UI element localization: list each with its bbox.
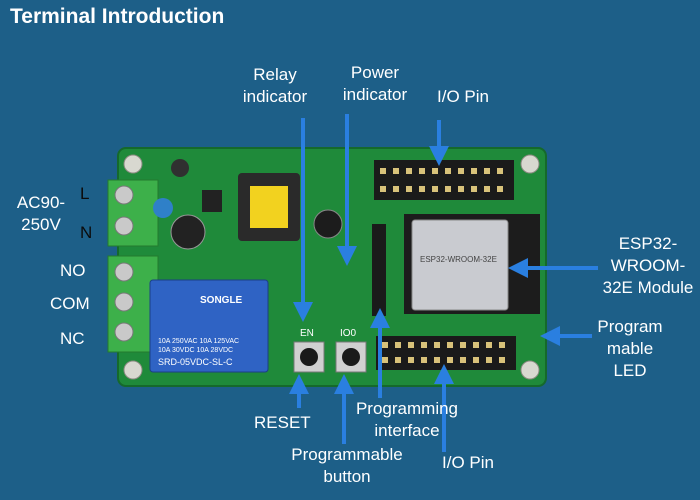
terminal-com-label: COM [50, 294, 90, 313]
relay-model: SRD-05VDC-SL-C [158, 357, 233, 367]
programming-header [372, 224, 386, 316]
bridge [202, 190, 222, 212]
programming-interface-label: Programming interface [355, 399, 459, 440]
esp-module-label: ESP32- WROOM- 32E Module [602, 234, 694, 297]
terminal-nc-label: NC [60, 329, 85, 348]
terminal-n-label: N [80, 223, 93, 242]
transformer [250, 186, 288, 228]
page-title: Terminal Introduction [10, 5, 225, 28]
en-button-graphic: EN [293, 328, 325, 373]
esp32-module: ESP32-WROOM-32E [404, 214, 540, 314]
io-pin-bottom-label: I/O Pin [442, 453, 494, 472]
programmable-led-label: Program mable LED [597, 317, 663, 380]
relay: SONGLE 10A 250VAC 10A 125VAC 10A 30VDC 1… [149, 279, 269, 373]
en-silkscreen: EN [300, 328, 314, 339]
header-top [374, 160, 514, 200]
capacitor-2 [313, 209, 343, 239]
terminal-no-label: NO [60, 261, 86, 280]
relay-indicator-label: Relay indicator [242, 65, 308, 106]
io-pin-top-label: I/O Pin [437, 87, 489, 106]
header-bottom [376, 336, 516, 370]
ac-input-label: AC90- 250V [16, 193, 66, 234]
terminal-l-label: L [80, 184, 90, 203]
relay-spec-1: 10A 250VAC 10A 125VAC [158, 338, 239, 345]
terminal-block-power [107, 179, 159, 247]
io0-button-graphic: IO0 [335, 328, 367, 373]
relay-brand: SONGLE [200, 295, 243, 306]
esp-chip-label: ESP32-WROOM-32E [420, 255, 497, 264]
programmable-button-label: Programmable button [291, 445, 403, 486]
capacitor [170, 214, 206, 250]
reset-label: RESET [254, 413, 311, 432]
relay-spec-2: 10A 30VDC 10A 28VDC [158, 347, 233, 354]
fuse [171, 159, 189, 177]
varistor [153, 198, 173, 218]
power-indicator-label: Power indicator [342, 63, 408, 104]
io0-silkscreen: IO0 [340, 328, 357, 339]
